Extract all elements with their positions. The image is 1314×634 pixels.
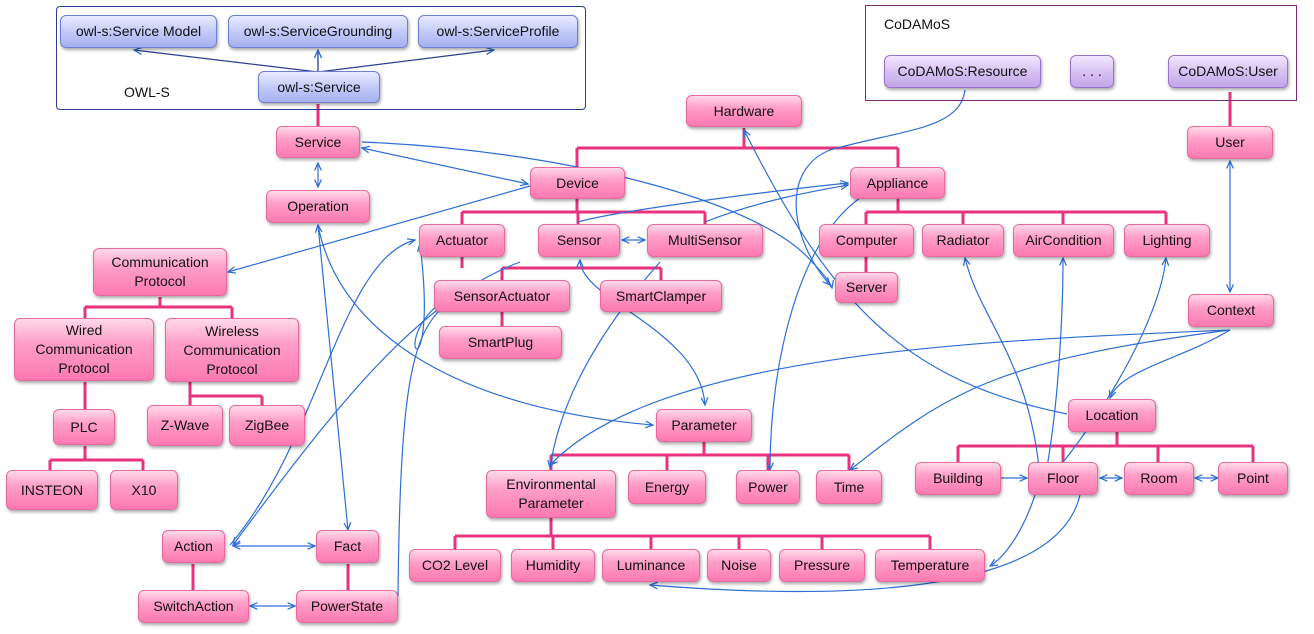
node-floor[interactable]: Floor xyxy=(1028,462,1098,495)
node-energy[interactable]: Energy xyxy=(628,470,706,504)
owl-s-group xyxy=(56,6,586,110)
node-radiator[interactable]: Radiator xyxy=(922,224,1004,257)
node-operation[interactable]: Operation xyxy=(266,190,370,223)
node-device[interactable]: Device xyxy=(530,167,625,199)
node-z-wave[interactable]: Z-Wave xyxy=(147,405,223,446)
node-codamos-resource[interactable]: CoDAMoS:Resource xyxy=(884,55,1041,88)
node-sensor-actuator[interactable]: SensorActuator xyxy=(434,280,570,312)
node-lighting[interactable]: Lighting xyxy=(1124,224,1210,257)
node-co2-level[interactable]: CO2 Level xyxy=(409,549,501,582)
node-air-condition[interactable]: AirCondition xyxy=(1013,224,1114,257)
node-time[interactable]: Time xyxy=(816,470,882,504)
node-owls-service-profile[interactable]: owl-s:ServiceProfile xyxy=(418,15,578,48)
node-multisensor[interactable]: MultiSensor xyxy=(647,224,763,257)
node-server[interactable]: Server xyxy=(835,272,898,303)
node-power[interactable]: Power xyxy=(736,470,800,504)
node-actuator[interactable]: Actuator xyxy=(419,224,505,257)
node-building[interactable]: Building xyxy=(915,462,1001,495)
node-wired-protocol[interactable]: Wired Communication Protocol xyxy=(14,318,154,381)
node-smart-clamper[interactable]: SmartClamper xyxy=(600,280,722,312)
node-pressure[interactable]: Pressure xyxy=(779,549,865,582)
node-fact[interactable]: Fact xyxy=(316,530,379,563)
node-owls-service-model[interactable]: owl-s:Service Model xyxy=(60,15,217,48)
node-humidity[interactable]: Humidity xyxy=(511,549,595,582)
node-point[interactable]: Point xyxy=(1218,462,1288,495)
node-luminance[interactable]: Luminance xyxy=(602,549,700,582)
codamos-group xyxy=(865,5,1297,101)
node-switch-action[interactable]: SwitchAction xyxy=(138,590,249,623)
node-appliance[interactable]: Appliance xyxy=(850,167,945,199)
node-user[interactable]: User xyxy=(1187,126,1273,159)
node-hardware[interactable]: Hardware xyxy=(686,95,802,127)
node-communication-protocol[interactable]: Communication Protocol xyxy=(93,248,227,296)
node-room[interactable]: Room xyxy=(1124,462,1194,495)
owl-s-group-label: OWL-S xyxy=(124,84,170,100)
node-action[interactable]: Action xyxy=(162,530,225,563)
node-context[interactable]: Context xyxy=(1188,294,1274,327)
node-codamos-user[interactable]: CoDAMoS:User xyxy=(1168,55,1288,88)
node-temperature[interactable]: Temperature xyxy=(875,549,985,582)
node-location[interactable]: Location xyxy=(1068,399,1156,432)
node-environmental-parameter[interactable]: Environmental Parameter xyxy=(486,470,616,518)
node-power-state[interactable]: PowerState xyxy=(296,590,398,623)
node-x10[interactable]: X10 xyxy=(110,470,178,510)
node-owls-service-grounding[interactable]: owl-s:ServiceGrounding xyxy=(228,15,408,48)
node-plc[interactable]: PLC xyxy=(53,409,115,445)
node-codamos-dots[interactable]: . . . xyxy=(1070,55,1114,88)
node-computer[interactable]: Computer xyxy=(819,224,914,257)
node-service[interactable]: Service xyxy=(276,126,360,158)
node-parameter[interactable]: Parameter xyxy=(656,409,752,442)
node-zigbee[interactable]: ZigBee xyxy=(229,405,305,446)
codamos-group-label: CoDAMoS xyxy=(884,16,951,32)
node-insteon[interactable]: INSTEON xyxy=(6,470,98,510)
node-noise[interactable]: Noise xyxy=(707,549,771,582)
node-sensor[interactable]: Sensor xyxy=(538,224,620,257)
node-wireless-protocol[interactable]: Wireless Communication Protocol xyxy=(165,318,299,382)
node-owls-service[interactable]: owl-s:Service xyxy=(258,71,380,103)
node-smart-plug[interactable]: SmartPlug xyxy=(439,326,562,359)
relation-lines xyxy=(228,89,1230,606)
